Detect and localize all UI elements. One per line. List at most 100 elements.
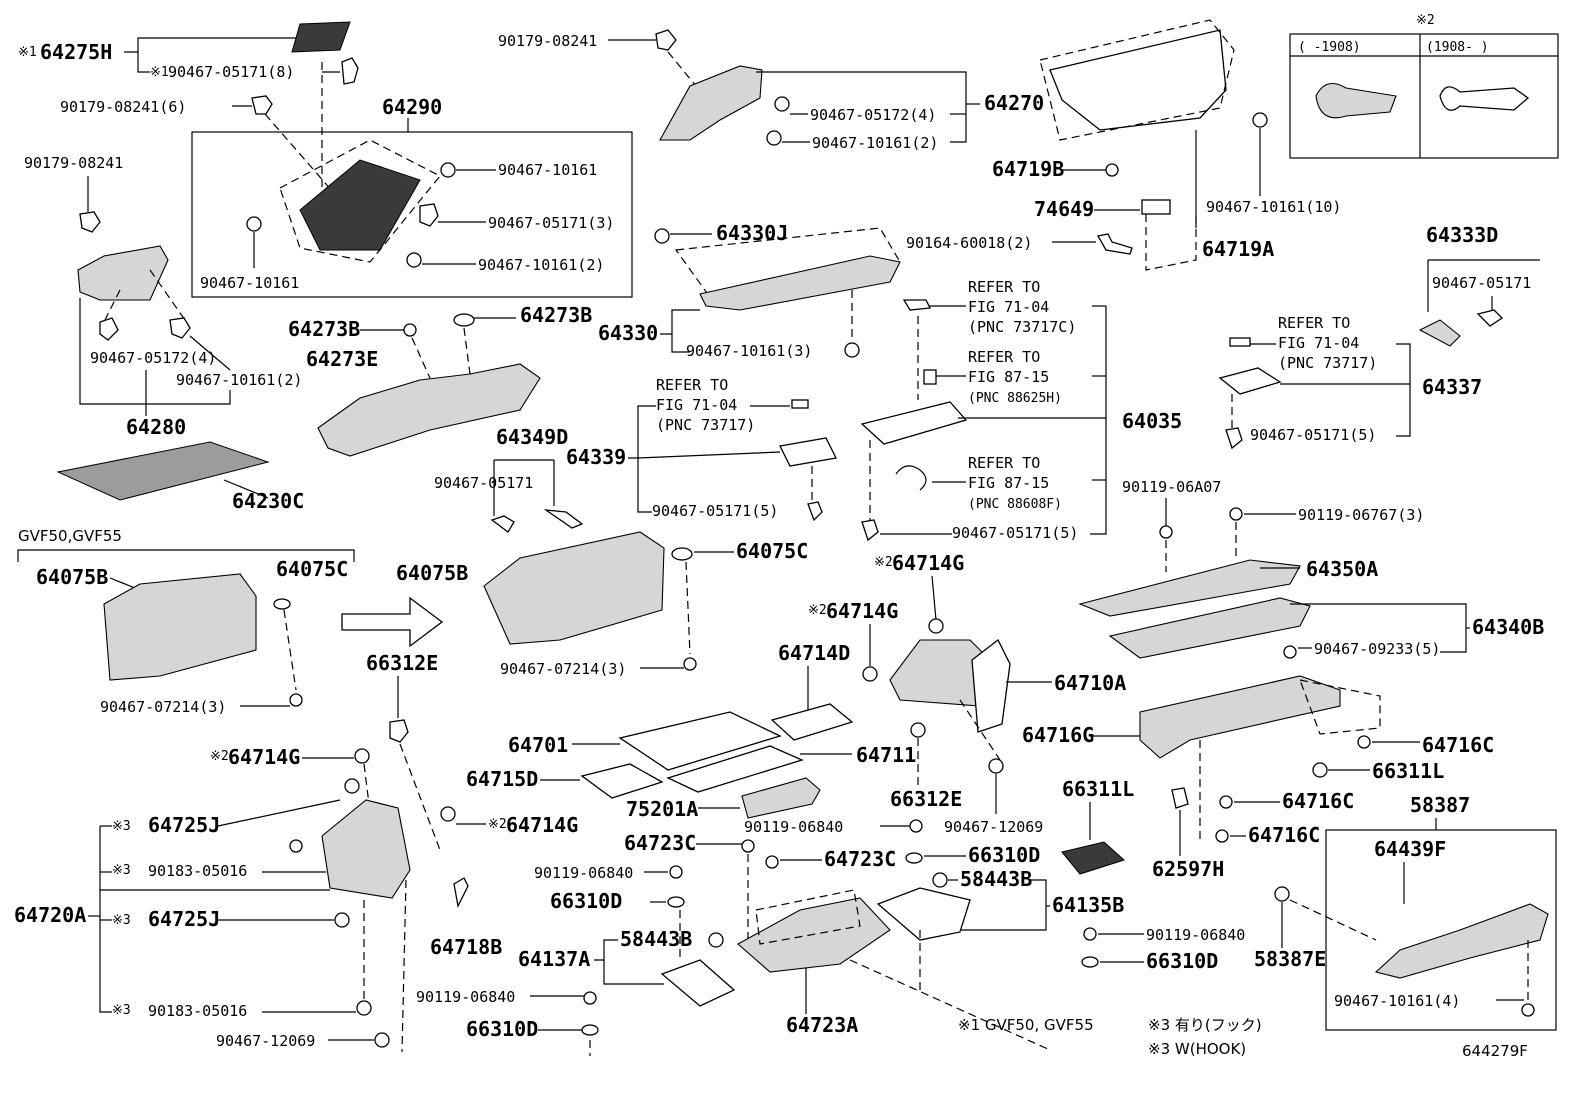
label-90467-07214-3b: 90467-07214(3) [500,660,626,678]
clip-icon [169,317,191,339]
clip-icon [490,515,515,533]
label-64719A: 64719A [1202,237,1274,261]
label-fig-5: FIG 71-04 [1278,334,1359,352]
note-3: ※3 W(HOOK) [1148,1040,1246,1058]
clip-icon [440,806,456,822]
label-64290: 64290 [382,95,442,119]
bracket-66311L [1061,841,1125,875]
clip-icon [774,96,790,112]
mount-plate-64339 [779,437,837,467]
mark-3d: ※3 [112,1003,131,1018]
screw-icon [1521,1003,1535,1017]
label-refer-3: REFER TO [968,454,1040,472]
label-64710A: 64710A [1054,671,1126,695]
bolt-icon [1159,525,1173,539]
label-90119-06840-d: 90119-06840 [416,988,515,1006]
clip-icon [862,666,878,682]
trim-64075B-right [483,531,665,645]
group-64270: 90179-08241 90467-05172(4) 90467-10161(2… [498,19,1341,271]
label-90467-10161-2b: 90467-10161(2) [176,371,302,389]
bracket-icon [791,399,809,409]
label-pnc-1: (PNC 73717C) [968,318,1076,336]
clip-icon [341,57,359,85]
screw-icon [1105,163,1119,177]
floor-board-64701 [618,711,782,771]
clip-icon [1274,886,1290,902]
clip-icon [654,228,670,244]
label-64339: 64339 [566,445,626,469]
label-64718B: 64718B [430,935,502,959]
tray-64723A [737,897,891,973]
clip-icon [988,758,1004,774]
garnish-64340B [1108,597,1311,659]
label-64075B-a: 64075B [36,565,108,589]
label-fig-2: FIG 87-15 [968,368,1049,386]
clip-icon [389,719,409,743]
mesh-panel-icon [291,21,351,53]
label-90183-05016-b: 90183-05016 [148,1002,247,1020]
label-58387E: 58387E [1254,947,1326,971]
group-64273: 64273B 64273B 64273E [288,303,592,457]
mark-2d: ※2 [808,603,827,618]
label-90467-05171-5c: 90467-05171(5) [1250,426,1376,444]
label-64725J-a: 64725J [148,813,220,837]
inset-clip-variants: ※2 ( -1908) (1908- ) [1289,13,1559,159]
label-90467-10161-2c: 90467-10161(2) [812,134,938,152]
label-64711: 64711 [856,743,916,767]
box-58387 [1325,829,1557,1031]
label-64350A: 64350A [1306,557,1378,581]
mark-3b: ※3 [112,863,131,878]
clip-icon [1283,645,1297,659]
label-64701: 64701 [508,733,568,757]
clip-icon [1357,735,1371,749]
label-64714D: 64714D [778,641,850,665]
panel-64716G [1139,675,1341,759]
washer-icon [667,896,685,908]
label-64716C-b: 64716C [1282,789,1354,813]
clip-icon [910,722,926,738]
plate-58387 [1374,903,1549,979]
clip-icon [932,872,948,888]
board-64711 [666,745,804,793]
cover-64333D [1418,319,1461,347]
label-90119-06A07: 90119-06A07 [1122,478,1221,496]
label-64330: 64330 [598,321,658,345]
label-75201A: 75201A [626,797,698,821]
label-64337: 64337 [1422,375,1482,399]
label-58387: 58387 [1410,793,1470,817]
side-bracket-64280 [77,245,169,301]
clip-icon [861,519,879,542]
label-64714G-b: 64714G [826,599,898,623]
group-64337: 64333D 90467-05171 REFER TO FIG 71-04 (P… [1218,223,1540,450]
label-64714G-d: 64714G [506,813,578,837]
label-64349D: 64349D [496,425,568,449]
label-64715D: 64715D [466,767,538,791]
label-90467-05171-5b: 90467-05171(5) [652,502,778,520]
label-64714G-c: 64714G [228,745,300,769]
clip-icon [671,547,693,561]
clip-icon [334,912,350,928]
label-64330J: 64330J [716,221,788,245]
clip-icon [289,693,303,707]
label-66310D-d: 66310D [466,1017,538,1041]
group-64290: ※1 64275H ※1 90467-05171(8) 90179-08241(… [18,21,633,513]
figure-number: 644279F [1462,1042,1528,1060]
label-58443B-a: 58443B [960,867,1032,891]
note-2: ※3 有り(フック) [1148,1016,1262,1034]
label-pnc-3: (PNC 88608F) [968,497,1062,512]
strap-icon [543,509,584,529]
label-90467-10161-4: 90467-10161(4) [1334,992,1460,1010]
inset-title: ※2 [1416,13,1435,28]
bolt-icon [1229,507,1243,521]
group-64720A: 66312E ※2 64714G ※3 64725J ※2 64714G ※3 … [14,651,578,1053]
bolt-icon [1083,927,1097,941]
mark-1b: ※1 [150,65,169,80]
label-90164-60018-2: 90164-60018(2) [906,234,1032,252]
trim-64075B-left [103,573,257,681]
bracket-icon [902,299,932,311]
bolt-icon [583,991,597,1005]
clip-icon [1215,829,1229,843]
clip-icon [1225,427,1243,450]
hook-icon [1141,199,1171,215]
label-64280: 64280 [126,415,186,439]
